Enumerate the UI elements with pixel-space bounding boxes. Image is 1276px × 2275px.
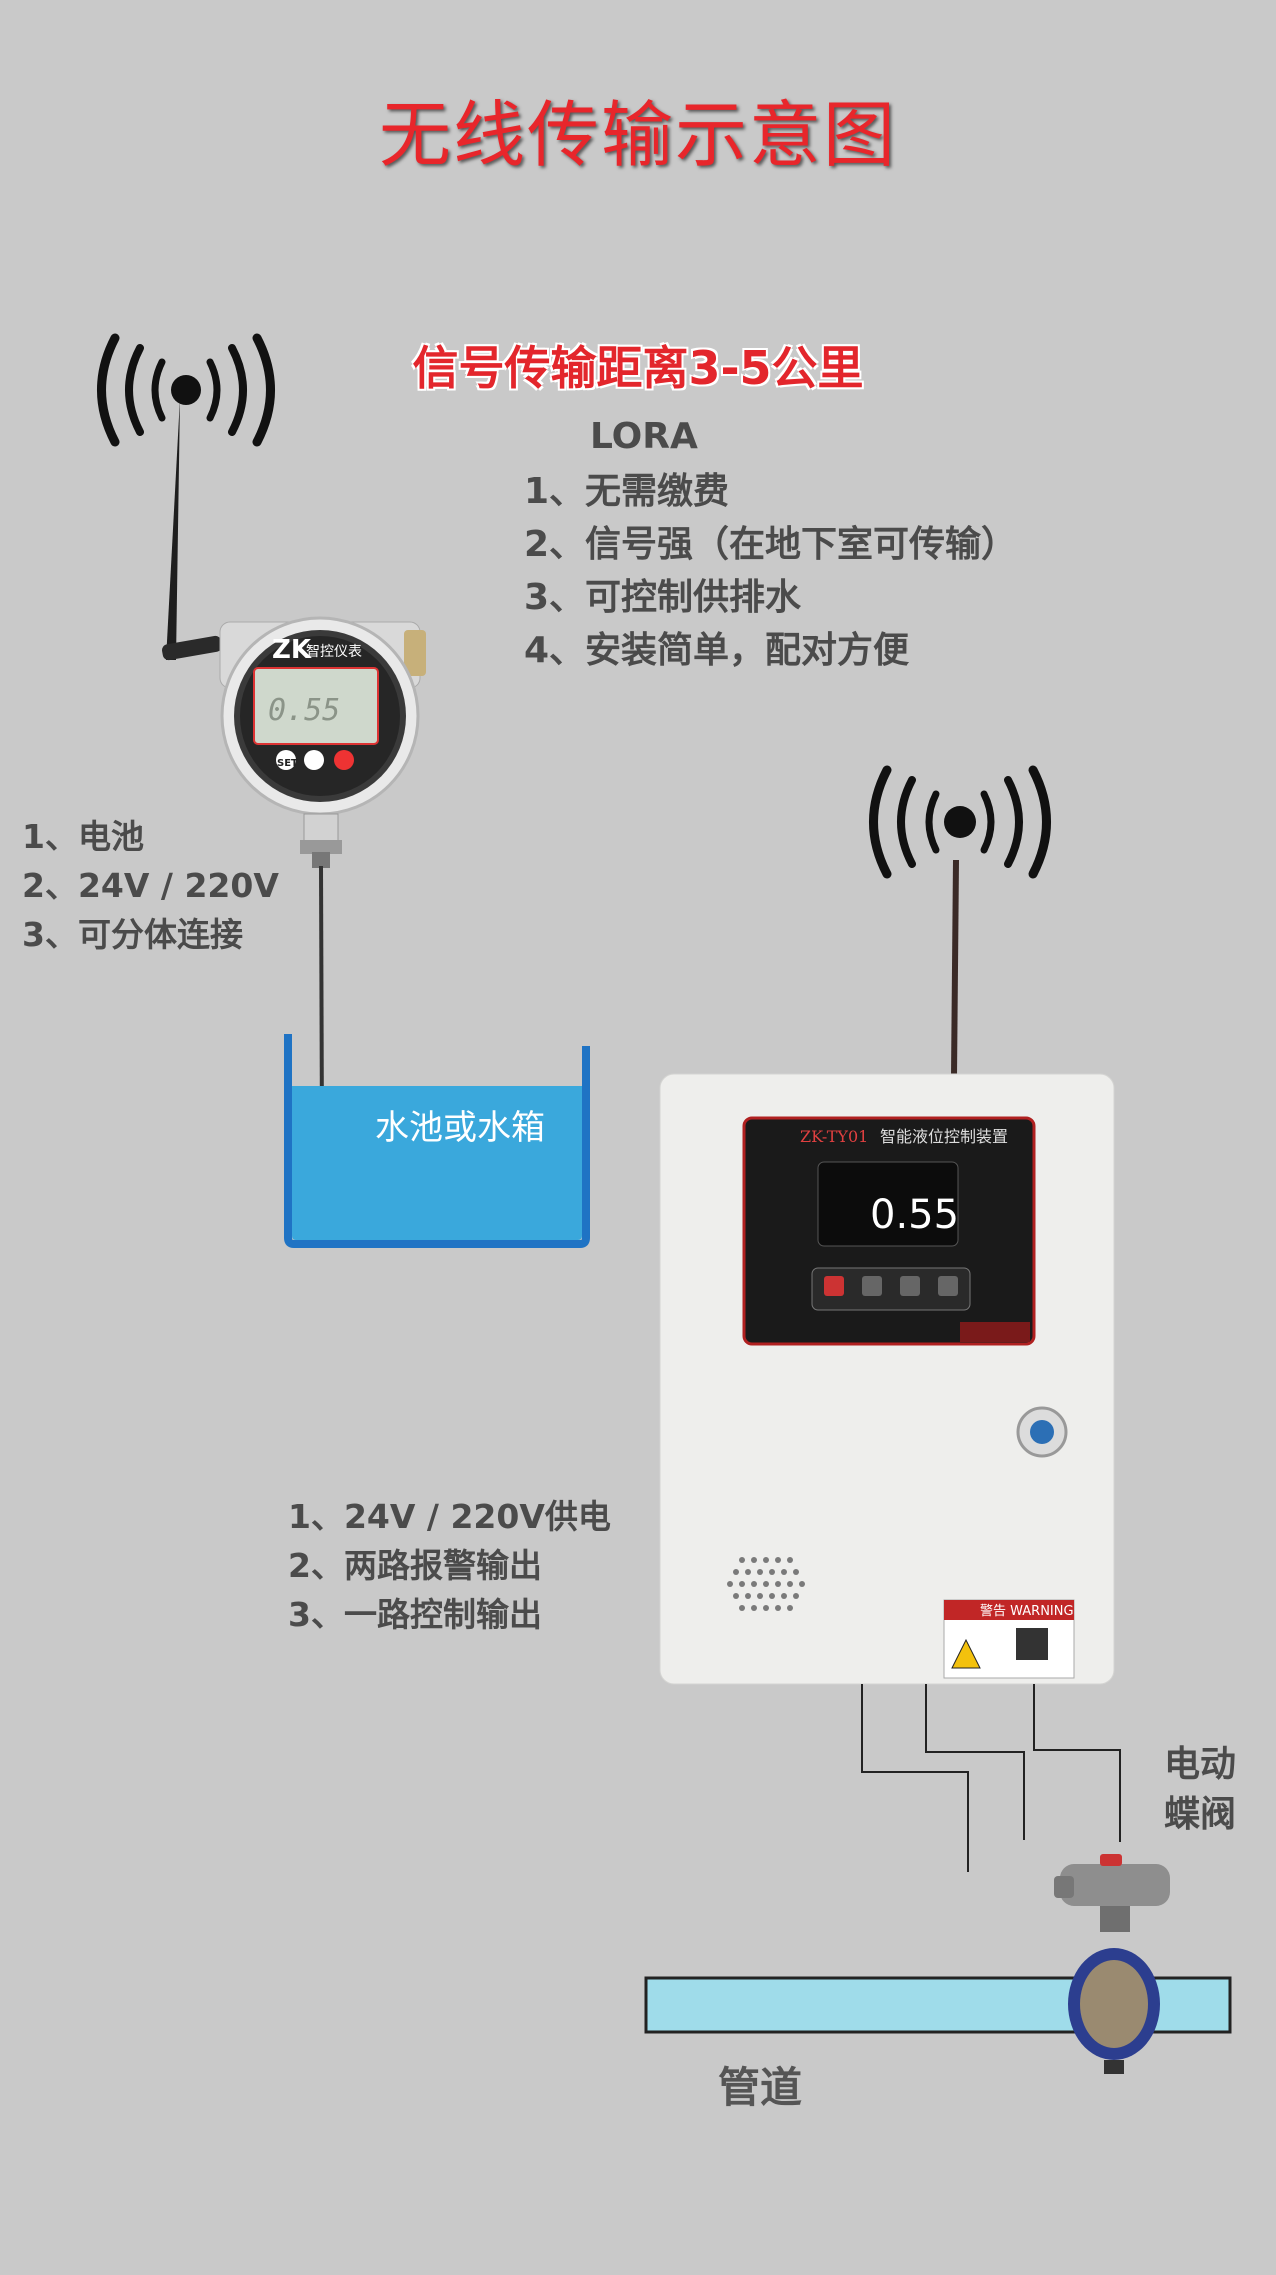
sensor-set-label: SET bbox=[277, 758, 298, 769]
list-item: 3、一路控制输出 bbox=[288, 1595, 542, 1634]
control-wires bbox=[861, 1684, 1121, 1872]
page-title: 无线传输示意图 bbox=[378, 93, 897, 177]
list-item: 1、24V / 220V供电 bbox=[288, 1497, 611, 1536]
signal-distance-heading: 信号传输距离3-5公里 bbox=[412, 341, 864, 395]
list-item: 2、信号强（在地下室可传输） bbox=[524, 524, 1018, 565]
lora-heading: LORA bbox=[590, 416, 698, 457]
list-item: 1、无需缴费 bbox=[524, 471, 730, 512]
controller-antenna bbox=[951, 859, 959, 1077]
controller-panel-title: 智能液位控制装置 bbox=[880, 1127, 1008, 1146]
controller-model: ZK-TY01 bbox=[800, 1127, 868, 1146]
svg-text:0.55: 0.55 bbox=[268, 693, 340, 728]
butterfly-valve bbox=[1054, 1854, 1170, 2074]
list-item: 3、可控制供排水 bbox=[524, 577, 802, 618]
sensor-power-list: 1、电池 2、24V / 220V 3、可分体连接 bbox=[22, 812, 279, 959]
controller-features-list: 1、24V / 220V供电 2、两路报警输出 3、一路控制输出 bbox=[288, 1492, 611, 1639]
valve-label-line: 蝶阀 bbox=[1163, 1794, 1236, 1835]
controller-display: 0.55 bbox=[870, 1192, 959, 1238]
pipe-label: 管道 bbox=[717, 2063, 802, 2112]
list-item: 2、两路报警输出 bbox=[288, 1546, 542, 1585]
warning-label: 警告 WARNING bbox=[980, 1603, 1074, 1619]
sensor-antenna bbox=[162, 398, 222, 661]
sensor-brand: 智控仪表 bbox=[306, 644, 362, 660]
list-item: 3、可分体连接 bbox=[22, 915, 243, 954]
signal-wave-icon bbox=[97, 333, 275, 447]
list-item: 2、24V / 220V bbox=[22, 866, 279, 905]
sensor-logo: ZK bbox=[272, 635, 312, 665]
valve-label: 电动 蝶阀 bbox=[1150, 1740, 1250, 1840]
controller-cabinet: 0.55 bbox=[659, 1073, 1115, 1685]
list-item: 4、安装简单，配对方便 bbox=[524, 630, 910, 671]
signal-wave-icon bbox=[869, 765, 1051, 879]
water-tank bbox=[284, 1034, 590, 1248]
level-transmitter: 0.55 bbox=[219, 616, 426, 1156]
lora-features-list: 1、无需缴费 2、信号强（在地下室可传输） 3、可控制供排水 4、安装简单，配对… bbox=[524, 465, 1017, 677]
valve-label-line: 电动 bbox=[1163, 1744, 1236, 1785]
list-item: 1、电池 bbox=[22, 817, 144, 856]
tank-label: 水池或水箱 bbox=[375, 1108, 545, 1148]
speaker-grille bbox=[727, 1557, 805, 1611]
